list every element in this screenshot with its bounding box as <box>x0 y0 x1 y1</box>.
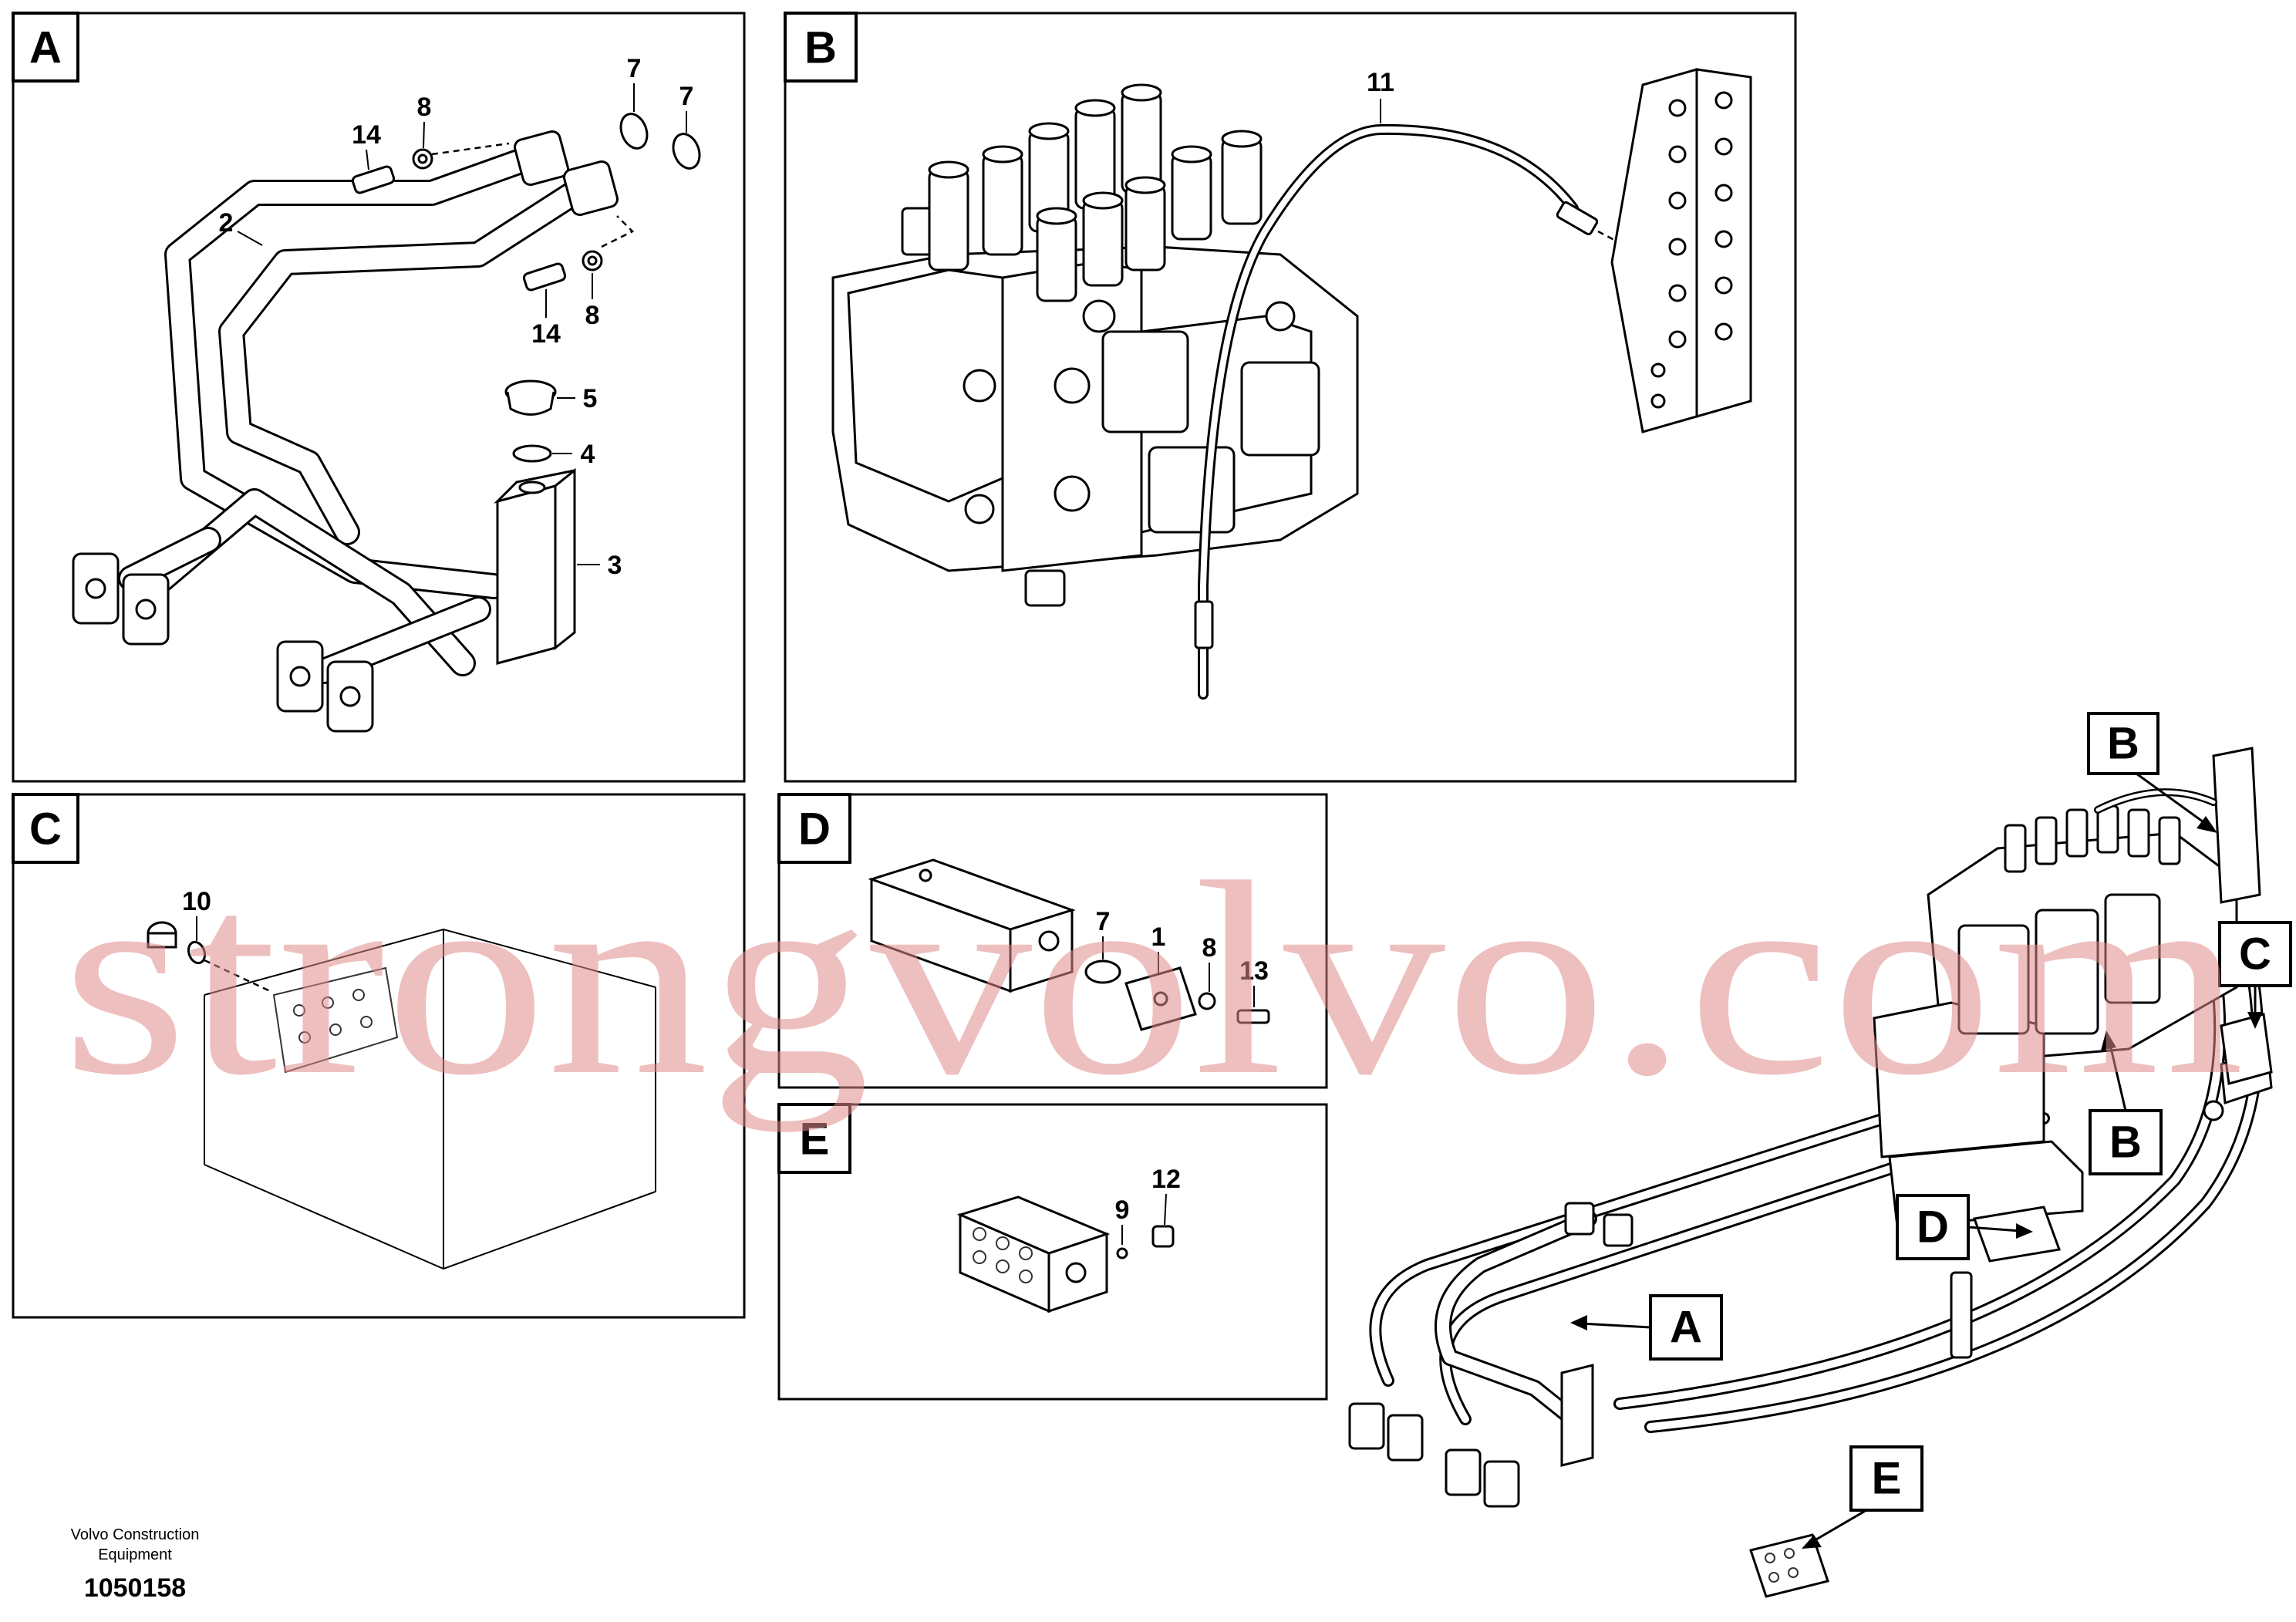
panel-e: E 9 12 <box>777 1103 1328 1401</box>
callout-d-1: 1 <box>1151 922 1166 952</box>
callout-10: 10 <box>182 887 211 916</box>
drawing-number: 1050158 <box>84 1573 186 1603</box>
overview-label-d-box <box>1896 1194 1970 1260</box>
panel-d: D 7 1 8 13 <box>777 793 1328 1089</box>
bracket-drawing <box>1610 68 1752 433</box>
overview-label-a-box <box>1649 1294 1723 1361</box>
overview-label-c: C <box>2239 929 2271 980</box>
company-line-2: Equipment <box>98 1546 172 1563</box>
callout-2: 2 <box>219 208 234 238</box>
overview-label-c-box <box>2218 921 2292 987</box>
panel-e-label: E <box>800 1114 830 1165</box>
panel-a-callouts: 14 8 7 7 2 14 8 5 4 3 <box>219 54 694 580</box>
overview-assembly: B C B D A E <box>1348 712 2292 1598</box>
watermark: strongvolvo.com <box>62 824 2244 1133</box>
panel-d-label-box <box>777 793 851 864</box>
valve-block-d-drawing <box>868 858 1270 1031</box>
footer: Volvo Construction Equipment 1050158 <box>71 1526 200 1603</box>
panel-a: A <box>12 12 746 783</box>
callout-d-7: 7 <box>1096 907 1111 936</box>
callout-14-bottom: 14 <box>531 319 561 349</box>
callout-7-right: 7 <box>679 82 694 111</box>
callout-d-8: 8 <box>1202 933 1217 963</box>
overview-label-b-top: B <box>2107 719 2139 769</box>
callout-5: 5 <box>583 384 598 413</box>
callout-14-top: 14 <box>352 120 381 150</box>
panel-c-frame <box>12 793 746 1319</box>
overview-label-b-top-box <box>2087 712 2159 775</box>
callout-8-top: 8 <box>417 93 432 122</box>
panel-d-label: D <box>798 804 831 855</box>
panel-a-label: A <box>29 23 62 73</box>
panel-b-label-box <box>784 12 858 83</box>
panel-c-label-box <box>12 793 79 864</box>
overview-label-b-mid: B <box>2109 1118 2142 1168</box>
callout-3: 3 <box>608 551 622 580</box>
callout-7-left: 7 <box>627 54 642 83</box>
manifold-e-drawing <box>956 1195 1175 1313</box>
callout-11: 11 <box>1367 68 1394 97</box>
panel-e-label-box <box>777 1103 851 1174</box>
panel-c-label: C <box>29 804 62 855</box>
callout-e-12: 12 <box>1151 1165 1181 1194</box>
overview-label-d: D <box>1917 1202 1949 1253</box>
overview-label-e: E <box>1872 1454 1902 1504</box>
hose-11-drawing <box>1194 123 1628 700</box>
panel-a-label-box <box>12 12 79 83</box>
pipe-assembly-drawing <box>72 130 619 733</box>
panel-b-label: B <box>804 23 837 73</box>
overview-label-a: A <box>1670 1303 1702 1353</box>
callout-4: 4 <box>581 440 595 469</box>
overview-label-e-box <box>1849 1445 1923 1512</box>
callout-8-bottom: 8 <box>585 301 600 330</box>
fasteners-drawing <box>351 113 701 463</box>
overview-label-b-mid-box <box>2089 1109 2163 1175</box>
callout-d-13: 13 <box>1239 956 1269 986</box>
callout-e-9: 9 <box>1115 1195 1130 1225</box>
panel-b: B <box>784 12 1797 783</box>
tank-drawing <box>147 921 656 1270</box>
panel-c: C 10 <box>12 793 746 1319</box>
company-line-1: Volvo Construction <box>71 1526 200 1543</box>
